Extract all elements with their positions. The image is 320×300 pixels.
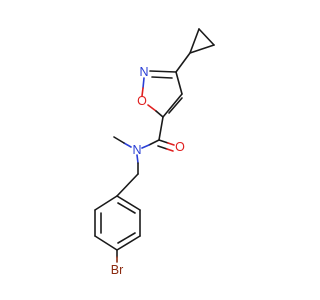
atom-label-amide-nitrogen: N xyxy=(132,143,141,157)
atom-label-isoxazole-oxygen: O xyxy=(137,94,147,108)
benzene-ring xyxy=(94,195,141,251)
bond xyxy=(147,104,157,112)
bond xyxy=(189,28,200,54)
bond xyxy=(155,110,164,118)
bond xyxy=(158,139,169,144)
structure-canvas: N O O N Br xyxy=(94,28,215,277)
amide-group xyxy=(113,116,175,175)
bond xyxy=(117,232,136,244)
bond xyxy=(136,154,139,164)
bond xyxy=(168,97,183,114)
bond xyxy=(167,142,175,146)
bond xyxy=(141,144,150,149)
bond xyxy=(116,173,139,197)
bond xyxy=(123,142,132,148)
bond xyxy=(117,202,136,214)
cyclopropyl-group xyxy=(175,28,215,73)
bond xyxy=(198,28,215,46)
bond xyxy=(141,87,144,97)
bond xyxy=(175,52,191,73)
bond xyxy=(116,235,141,251)
isoxazole-ring xyxy=(141,70,183,118)
atom-label-carbonyl-oxygen: O xyxy=(175,140,185,154)
ethyl-linker xyxy=(116,173,139,197)
bond xyxy=(94,195,118,211)
bond xyxy=(142,77,145,89)
molecule-drawing: N O O N Br xyxy=(94,28,215,277)
atom-label-isoxazole-nitrogen: N xyxy=(139,65,148,79)
bond xyxy=(113,136,125,144)
bond xyxy=(149,70,177,73)
bond xyxy=(151,76,173,79)
bond xyxy=(94,235,118,251)
atom-label-bromine: Br xyxy=(111,263,124,277)
bond xyxy=(166,148,174,152)
bond xyxy=(189,44,215,54)
bond xyxy=(158,116,164,141)
bond xyxy=(162,93,183,118)
bond xyxy=(175,71,183,95)
bond xyxy=(116,195,141,211)
bond xyxy=(157,145,168,150)
bond xyxy=(148,139,160,146)
